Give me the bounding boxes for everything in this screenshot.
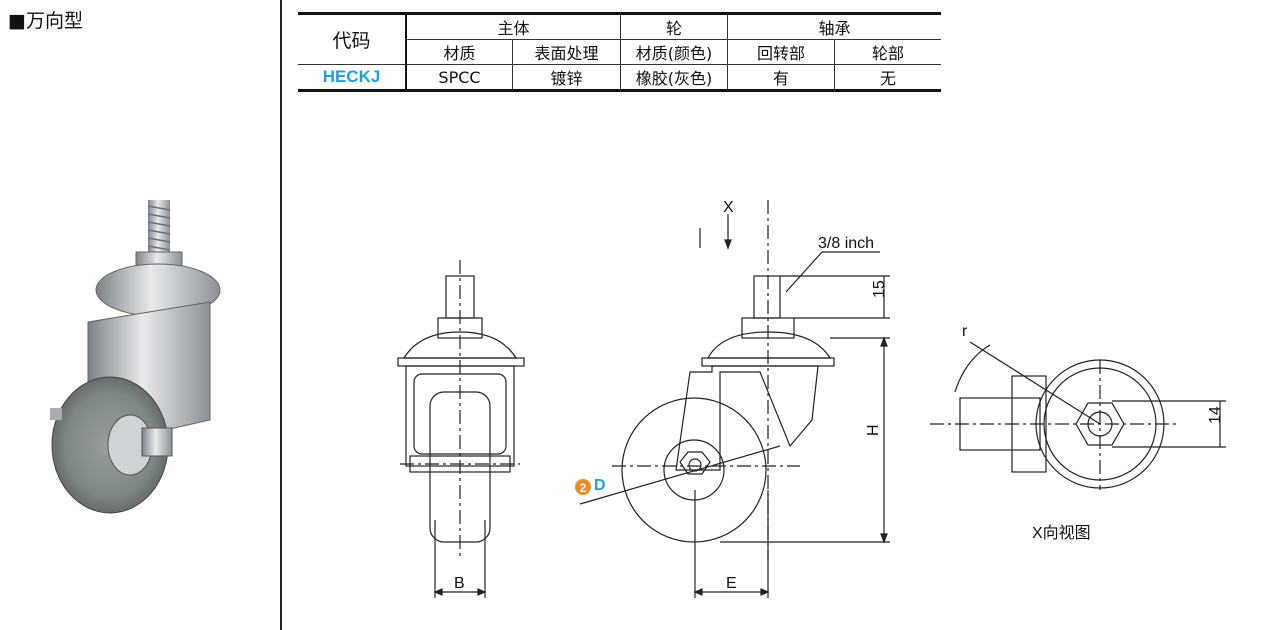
sub-header-swivel: 回转部	[727, 39, 835, 65]
dim-h-label: H	[865, 424, 882, 436]
group-header-body: 主体	[405, 12, 621, 40]
dim-b-label: B	[454, 575, 465, 592]
section-title: ■万向型	[8, 10, 83, 32]
badge-number: 2	[580, 481, 587, 495]
value-wheel-material: 橡胶(灰色)	[620, 64, 728, 92]
caster-photo	[50, 200, 221, 514]
side-view	[579, 200, 890, 598]
sub-header-wheel-part: 轮部	[834, 39, 941, 65]
value-material: SPCC	[405, 64, 513, 92]
value-swivel: 有	[727, 64, 835, 92]
vertical-divider	[280, 0, 282, 630]
code-header: 代码	[298, 12, 407, 65]
dim-14-label: 14	[1207, 406, 1224, 424]
sub-header-surface: 表面处理	[512, 39, 621, 65]
dim-15-label: 15	[871, 280, 888, 298]
badge-letter: D	[594, 477, 606, 494]
group-header-wheel: 轮	[620, 12, 728, 40]
group-header-bearing: 轴承	[727, 12, 941, 40]
value-surface: 镀锌	[512, 64, 621, 92]
x-view	[930, 341, 1226, 490]
sub-header-material: 材质	[406, 39, 513, 65]
sub-header-wheel-material: 材质(颜色)	[620, 39, 728, 65]
dim-e-label: E	[726, 575, 737, 592]
x-view-caption: X向视图	[1032, 524, 1091, 542]
badge-circle	[575, 479, 591, 495]
thread-label: 3/8 inch	[818, 235, 874, 252]
value-wheel-part: 无	[834, 64, 941, 92]
x-arrow-label: X	[723, 199, 734, 216]
technical-drawing: X 3/8 inch 15 H B E r 14 X向视图 2 D	[397, 199, 1226, 598]
spec-table: 代码 主体 轮 轴承 材质 表面处理 材质(颜色) 回转部 轮部 HECKJ S…	[298, 12, 941, 92]
product-code: HECKJ	[298, 64, 407, 92]
dim-r-label: r	[962, 323, 968, 340]
front-view	[397, 260, 525, 598]
